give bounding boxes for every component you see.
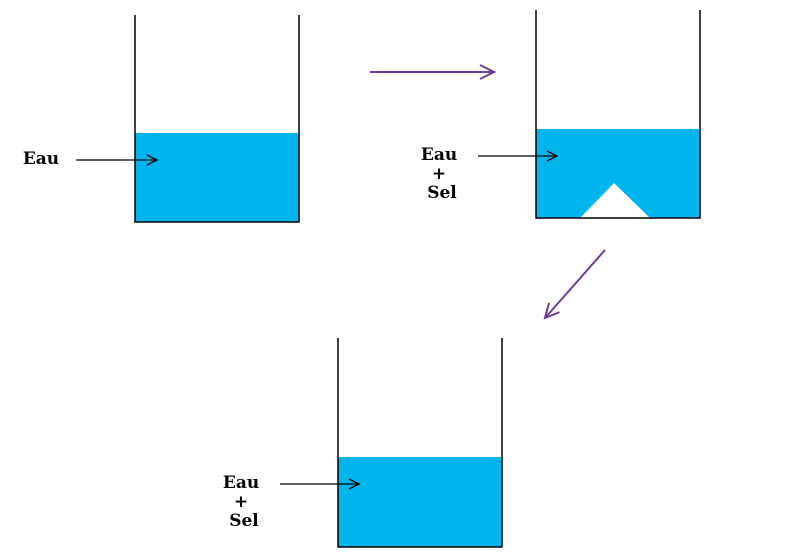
beaker-3-label-line: Sel	[229, 511, 259, 531]
beaker-1-label-line: Eau	[23, 149, 59, 169]
beaker-1-water	[135, 133, 299, 222]
beaker-3-label: Eau + Sel	[223, 473, 265, 531]
beaker-3-label-line: +	[234, 492, 248, 512]
beaker-3: Eau + Sel	[223, 338, 503, 548]
beaker-1-outline	[134, 15, 300, 223]
beaker-3-label-line: Eau	[223, 473, 259, 493]
beaker-2-label-line: Eau	[421, 145, 457, 165]
beaker-2-label-line: +	[432, 164, 446, 184]
process-arrow-down-left	[545, 249, 606, 318]
beaker-2-salt-pile	[580, 183, 650, 218]
beaker-2-outline	[535, 10, 701, 219]
beaker-3-outline	[337, 338, 503, 548]
beaker-2-label: Eau + Sel	[421, 145, 463, 203]
beaker-2-label-line: Sel	[427, 183, 457, 203]
beaker-2: Eau + Sel	[421, 10, 701, 219]
beaker-1-label: Eau	[23, 149, 59, 169]
beaker-1: Eau	[23, 15, 300, 223]
beaker-3-water	[338, 457, 502, 547]
